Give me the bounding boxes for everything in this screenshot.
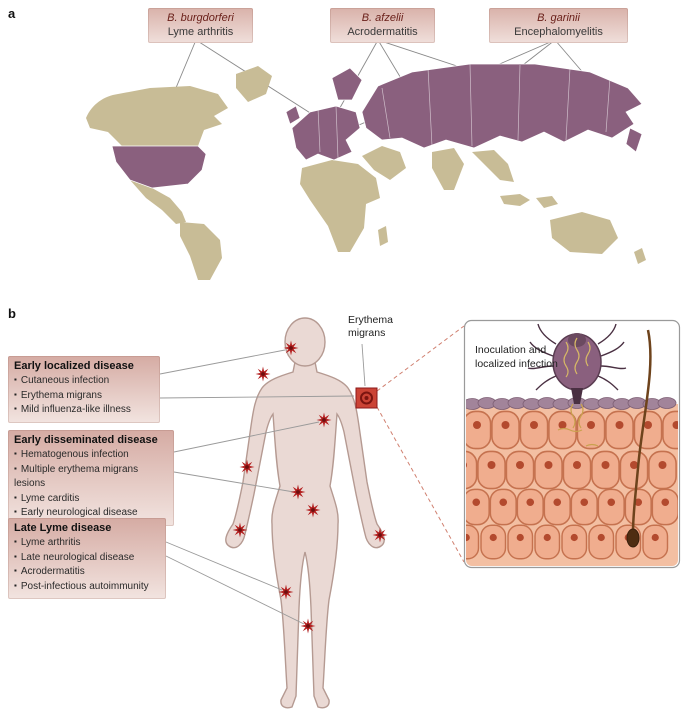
world-map xyxy=(86,39,646,280)
starburst-icon xyxy=(316,412,332,428)
australia-shape xyxy=(550,212,618,254)
erythema-migrans-marker xyxy=(355,387,378,409)
legend-box-burgdorferi: B. burgdorferi Lyme arthritis xyxy=(148,8,253,43)
starburst-icon xyxy=(372,527,388,543)
stage-title: Late Lyme disease xyxy=(14,522,112,534)
em-label-line xyxy=(361,343,366,387)
eurasia-shape xyxy=(361,63,643,149)
species-name: B. burgdorferi xyxy=(167,12,234,24)
disease-name: Encephalomyelitis xyxy=(514,26,603,39)
indonesia-shape xyxy=(500,194,558,208)
usa-shape xyxy=(111,145,207,189)
stage-item: Erythema migrans xyxy=(14,389,154,404)
stage-box-early-localized: Early localized disease Cutaneous infect… xyxy=(8,356,160,423)
magnifier-dashed-lines xyxy=(376,325,465,563)
country-border-lines xyxy=(317,63,611,159)
se-asia-shape xyxy=(472,150,514,182)
legend-box-afzelii: B. afzelii Acrodermatitis xyxy=(330,8,435,43)
skin-surface-band xyxy=(466,397,677,410)
stage-item: Hematogenous infection xyxy=(14,448,168,463)
disease-name: Acrodermatitis xyxy=(347,26,418,39)
greenland-shape xyxy=(236,66,272,102)
stage-item: Late neurological disease xyxy=(14,551,160,566)
spirochetes-in-skin xyxy=(557,403,599,447)
starburst-icon xyxy=(232,522,248,538)
spirochetes-in-tick xyxy=(563,337,591,378)
erythema-migrans-label: Erythema migrans xyxy=(348,314,393,340)
starburst-icon xyxy=(305,502,321,518)
middle-east-shape xyxy=(362,146,406,180)
uk-shape xyxy=(285,105,301,125)
india-shape xyxy=(432,148,464,190)
stage-item: Lyme arthritis xyxy=(14,536,160,551)
scandinavia-shape xyxy=(331,67,363,101)
stage-title: Early disseminated disease xyxy=(14,434,158,446)
body-silhouette xyxy=(225,317,385,709)
panel-a-label: a xyxy=(8,6,16,21)
europe-shape xyxy=(291,105,361,161)
stage-item: Mild influenza-like illness xyxy=(14,403,154,418)
starburst-icon xyxy=(300,618,316,634)
hair-icon xyxy=(626,329,652,548)
new-zealand-shape xyxy=(634,248,646,264)
stage-box-late-lyme: Late Lyme disease Lyme arthritis Late ne… xyxy=(8,518,166,599)
disease-name: Lyme arthritis xyxy=(167,26,234,39)
stage-item-list: Hematogenous infection Multiple erythema… xyxy=(14,448,168,521)
starburst-icon xyxy=(255,366,271,382)
legend-box-garinii: B. garinii Encephalomyelitis xyxy=(489,8,628,43)
madagascar-shape xyxy=(378,226,388,246)
stage-item: Acrodermatitis xyxy=(14,565,160,580)
body-shape xyxy=(225,361,385,709)
tick-mouthparts xyxy=(571,388,583,404)
stage-item: Early neurological disease xyxy=(14,506,168,521)
stage-item-list: Cutaneous infection Erythema migrans Mil… xyxy=(14,374,154,418)
stage-box-early-disseminated: Early disseminated disease Hematogenous … xyxy=(8,430,174,526)
starburst-icon xyxy=(239,459,255,475)
mexico-shape xyxy=(130,180,186,224)
stage-item: Post-infectious autoimmunity xyxy=(14,580,160,595)
starburst-icon xyxy=(290,484,306,500)
panel-b-label: b xyxy=(8,306,16,321)
south-america-shape xyxy=(180,222,222,280)
skin-inset-illustration xyxy=(463,319,681,569)
stage-item: Multiple erythema migrans lesions xyxy=(14,463,168,492)
japan-shape xyxy=(625,127,643,153)
stage-title: Early localized disease xyxy=(14,360,134,372)
africa-shape xyxy=(300,160,380,252)
tick-icon xyxy=(527,323,627,404)
map-base-landmasses xyxy=(86,66,646,280)
species-name: B. afzelii xyxy=(361,12,404,24)
tick-scutum xyxy=(568,333,586,347)
map-highlight-regions xyxy=(111,63,643,189)
stage-item-list: Lyme arthritis Late neurological disease… xyxy=(14,536,160,594)
stage-item: Lyme carditis xyxy=(14,492,168,507)
stage-item: Cutaneous infection xyxy=(14,374,154,389)
stage-connector-lines xyxy=(159,343,366,625)
starburst-icon xyxy=(283,340,299,356)
starburst-icon xyxy=(278,584,294,600)
inset-caption: Inoculation and localized infection xyxy=(475,344,558,370)
head-shape xyxy=(284,317,326,367)
canada-shape xyxy=(86,86,228,146)
tick-legs xyxy=(527,323,627,391)
species-name: B. garinii xyxy=(537,12,580,24)
